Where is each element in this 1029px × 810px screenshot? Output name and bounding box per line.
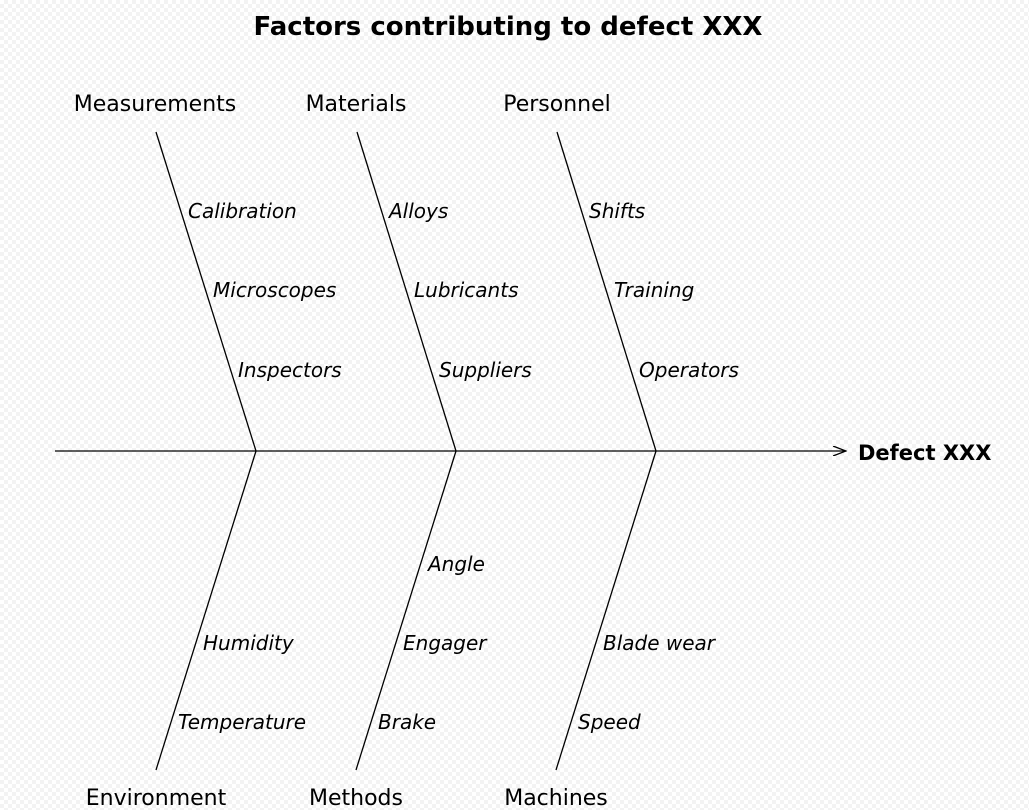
category-materials: Materials <box>306 92 407 117</box>
cause-label: Alloys <box>387 199 448 223</box>
cause-label: Training <box>614 278 694 302</box>
cause-label: Lubricants <box>414 278 518 302</box>
bone-measurements <box>155 131 257 452</box>
category-machines: Machines <box>504 786 608 810</box>
bone-environment <box>155 450 257 771</box>
cause-label: Microscopes <box>213 278 336 302</box>
category-personnel: Personnel <box>503 92 611 117</box>
cause-label: Humidity <box>203 631 295 655</box>
cause-label: Blade wear <box>603 631 717 655</box>
category-measurements: Measurements <box>74 92 237 117</box>
cause-label: Shifts <box>589 199 645 223</box>
bone-materials <box>356 131 457 452</box>
diagram-title: Factors contributing to defect XXX <box>254 12 763 42</box>
cause-label: Angle <box>426 552 485 576</box>
cause-label: Engager <box>403 631 488 655</box>
cause-label: Speed <box>578 710 641 734</box>
cause-label: Calibration <box>188 199 297 223</box>
bone-personnel <box>556 131 657 452</box>
category-methods: Methods <box>309 786 403 810</box>
bone-machines <box>555 450 657 771</box>
cause-label: Operators <box>639 358 739 382</box>
bone-methods <box>355 450 457 771</box>
cause-label: Suppliers <box>439 358 532 382</box>
cause-label: Brake <box>378 710 436 734</box>
effect-label: Defect XXX <box>858 441 991 465</box>
cause-label: Inspectors <box>238 358 342 382</box>
cause-label: Temperature <box>178 710 306 734</box>
category-environment: Environment <box>86 786 227 810</box>
